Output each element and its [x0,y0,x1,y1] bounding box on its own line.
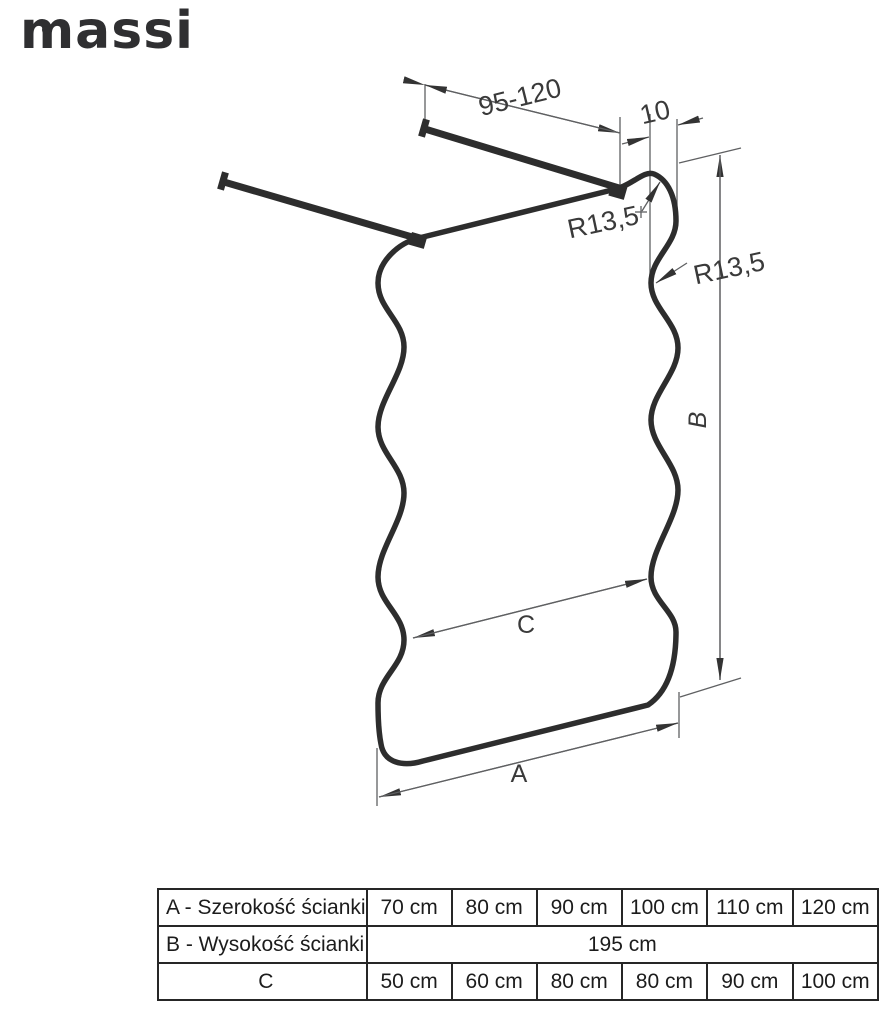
cell-C-6: 100 cm [791,962,879,1001]
dim-side-radius: R13,5 [691,246,768,290]
support-bars [223,125,621,243]
cell-C-5: 90 cm [706,962,794,1001]
cell-A-6: 120 cm [791,888,879,927]
dim-bar-length: 95-120 [475,73,564,122]
table-row-height: B - Wysokość ścianki 195 cm [157,925,879,964]
cell-C-1: 50 cm [365,962,453,1001]
technical-drawing: 95-120 10 R13,5 R13,5 B C A [217,73,767,806]
bar-mounts [217,118,628,249]
cell-A-4: 100 cm [620,888,709,927]
cell-A-2: 80 cm [450,888,538,927]
cell-C-3: 80 cm [535,962,623,1001]
cell-A-3: 90 cm [535,888,623,927]
table-row-width: A - Szerokość ścianki 70 cm 80 cm 90 cm … [157,888,879,927]
dim-mid-width-C: C [517,611,535,639]
dimension-lines [378,76,724,798]
dimension-labels: 95-120 10 R13,5 R13,5 B C A [475,73,767,788]
dim-top-offset: 10 [637,94,673,130]
dim-corner-radius: R13,5 [565,200,642,244]
cell-C-2: 60 cm [450,962,538,1001]
wavy-panel-outline [375,170,681,767]
dim-height-B: B [684,412,712,429]
cell-B-merged: 195 cm [365,925,879,964]
row-label-C: C [157,962,368,1001]
cell-C-4: 80 cm [620,962,709,1001]
cell-A-1: 70 cm [365,888,453,927]
logo-dot-icon [42,26,50,34]
row-label-A: A - Szerokość ścianki [157,888,368,927]
extension-lines [376,84,742,806]
size-table: A - Szerokość ścianki 70 cm 80 cm 90 cm … [157,888,879,1001]
row-label-B: B - Wysokość ścianki [157,925,368,964]
cell-A-5: 110 cm [706,888,794,927]
dim-width-A: A [511,760,528,788]
table-row-mid-width: C 50 cm 60 cm 80 cm 80 cm 90 cm 100 cm [157,962,879,1001]
